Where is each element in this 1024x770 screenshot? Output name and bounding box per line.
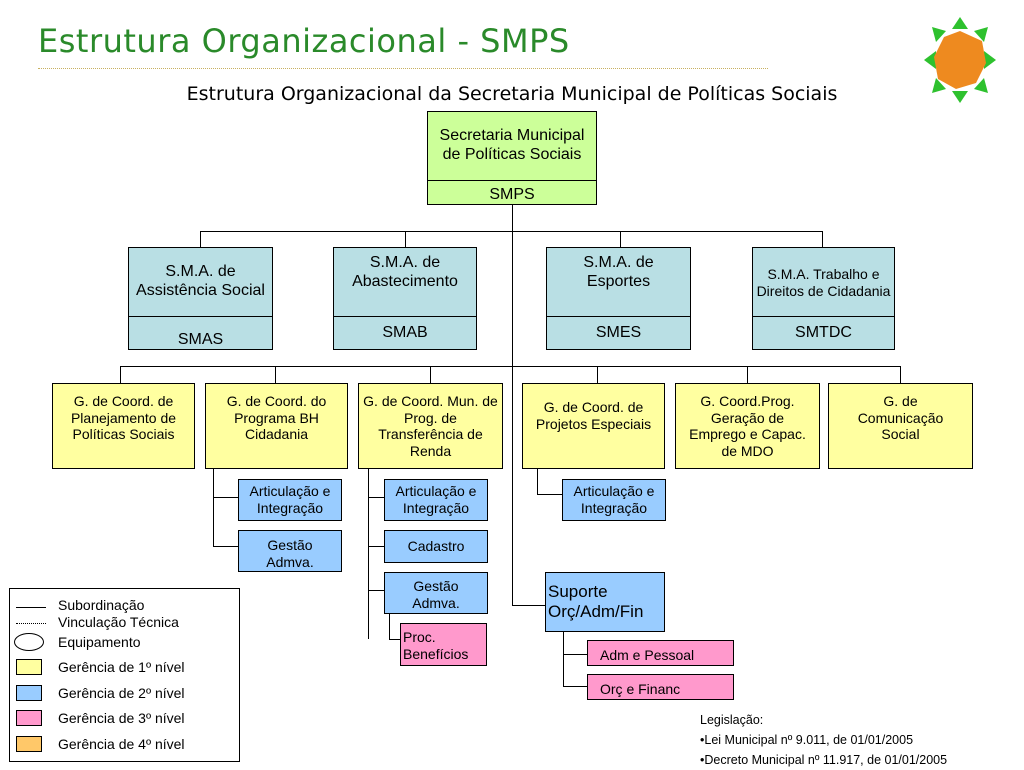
secretariat-name: S.M.A. de Esportes	[583, 254, 654, 290]
secretariat-smes-box: S.M.A. de Esportes SMES	[546, 247, 691, 350]
connector-smab	[405, 231, 406, 247]
legislation-decree: •Decreto Municipal nº 11.917, de 01/01/2…	[700, 753, 948, 767]
management-comunicacao-box: G. de Comunicação Social	[828, 383, 973, 469]
secretariat-code: SMAB	[382, 323, 428, 341]
connector-g5	[747, 366, 748, 383]
legend-equipamento: Equipamento	[58, 634, 141, 650]
secretariat-divider	[129, 316, 272, 317]
title-divider	[38, 68, 768, 69]
legend-nivel4: Gerência de 4º nível	[58, 736, 185, 752]
root-smps-box: Secretaria Municipal de Políticas Sociai…	[427, 111, 597, 205]
secretariat-smab-box: S.M.A. de Abastecimento SMAB	[333, 247, 477, 350]
unit-renda-proc-box: Proc. Benefícios	[400, 623, 487, 666]
legend-swatch-level3-icon	[16, 710, 42, 726]
connector-g6	[900, 366, 901, 383]
legend-swatch-level4-icon	[16, 736, 42, 752]
legend-nivel3: Gerência de 3º nível	[58, 710, 185, 726]
unit-suporte-box: Suporte Orç/Adm/Fin	[545, 572, 665, 632]
connector-projetos-trunk	[537, 468, 538, 494]
unit-renda-cadastro-box: Cadastro	[384, 530, 488, 563]
connector-g1	[120, 366, 121, 383]
connector-g2	[275, 366, 276, 383]
unit-projetos-articulacao-box: Articulação e Integração	[562, 479, 666, 521]
connector-renda-proc-trunk	[389, 614, 390, 639]
root-name: Secretaria Municipal de Políticas Sociai…	[439, 127, 585, 163]
legend-vinculacao: Vinculação Técnica	[58, 614, 179, 630]
secretariat-name: S.M.A. de Assistência Social	[136, 263, 265, 299]
connector-renda-proc	[389, 639, 400, 640]
connector-renda-trunk	[368, 468, 369, 639]
legislation-block: Legislação: •Lei Municipal nº 9.011, de …	[700, 710, 947, 770]
unit-renda-gestao-box: Gestão Admva.	[384, 572, 488, 614]
legend-solid-line-icon	[16, 607, 46, 608]
connector-bh-articulacao	[213, 497, 238, 498]
connector-orc-financ	[563, 686, 587, 687]
connector-bh-trunk	[213, 468, 214, 546]
legislation-law: •Lei Municipal nº 9.011, de 01/01/2005	[700, 733, 914, 747]
secretariat-divider	[753, 316, 894, 317]
connector-suporte-trunk	[563, 632, 564, 686]
connector-management-bar	[120, 366, 900, 367]
connector-smtdc	[822, 231, 823, 247]
unit-bh-gestao-box: Gestão Admva.	[238, 530, 342, 572]
secretariat-code: SMAS	[177, 330, 224, 348]
unit-adm-pessoal-box: Adm e Pessoal	[587, 640, 734, 666]
legend-panel: Subordinação Vinculação Técnica Equipame…	[9, 588, 240, 762]
management-projetos-especiais-box: G. de Coord. de Projetos Especiais	[522, 383, 665, 469]
connector-smas	[200, 231, 201, 247]
connector-g3	[430, 366, 431, 383]
legend-swatch-level2-icon	[16, 685, 42, 701]
connector-renda-articulacao	[368, 497, 384, 498]
connector-renda-cadastro	[368, 546, 384, 547]
connector-g4	[597, 366, 598, 383]
management-bh-cidadania-box: G. de Coord. do Programa BH Cidadania	[205, 383, 348, 469]
legislation-heading: Legislação:	[700, 713, 764, 727]
connector-secretariat-bar	[200, 231, 822, 232]
legend-subordinacao: Subordinação	[58, 597, 145, 613]
secretariat-name: S.M.A. de Abastecimento	[352, 254, 458, 290]
management-transferencia-renda-box: G. de Coord. Mun. de Prog. de Transferên…	[358, 383, 503, 469]
legend-nivel1: Gerência de 1º nível	[58, 659, 185, 675]
legend-dotted-line-icon	[16, 623, 46, 624]
connector-suporte	[512, 605, 545, 606]
secretariat-smtdc-box: S.M.A. Trabalho e Direitos de Cidadania …	[752, 247, 895, 350]
legend-ellipse-icon	[14, 633, 44, 651]
secretariat-divider	[334, 316, 476, 317]
secretariat-divider	[547, 316, 690, 317]
connector-projetos-articulacao	[537, 494, 562, 495]
unit-bh-articulacao-box: Articulação e Integração	[238, 479, 342, 521]
unit-orc-financ-box: Orç e Financ	[587, 674, 734, 700]
secretariat-name: S.M.A. Trabalho e Direitos de Cidadania	[756, 266, 891, 299]
connector-root-trunk	[512, 205, 513, 605]
connector-smes	[620, 231, 621, 247]
connector-adm-pessoal	[563, 654, 587, 655]
chart-subtitle: Estrutura Organizacional da Secretaria M…	[186, 83, 838, 105]
root-divider	[428, 180, 596, 181]
secretariat-smas-box: S.M.A. de Assistência Social SMAS	[128, 247, 273, 350]
legend-swatch-level1-icon	[16, 659, 42, 675]
root-code: SMPS	[489, 185, 535, 203]
management-emprego-box: G. Coord.Prog. Geração de Emprego e Capa…	[675, 383, 820, 469]
secretariat-code: SMES	[595, 323, 642, 341]
legend-nivel2: Gerência de 2º nível	[58, 685, 185, 701]
page-title: Estrutura Organizacional - SMPS	[38, 22, 570, 60]
unit-renda-articulacao-box: Articulação e Integração	[384, 479, 488, 521]
connector-bh-gestao	[213, 546, 238, 547]
sun-logo-icon	[924, 17, 996, 103]
connector-renda-gestao	[368, 590, 384, 591]
secretariat-code: SMTDC	[795, 323, 852, 341]
management-planejamento-box: G. de Coord. de Planejamento de Política…	[52, 383, 195, 469]
